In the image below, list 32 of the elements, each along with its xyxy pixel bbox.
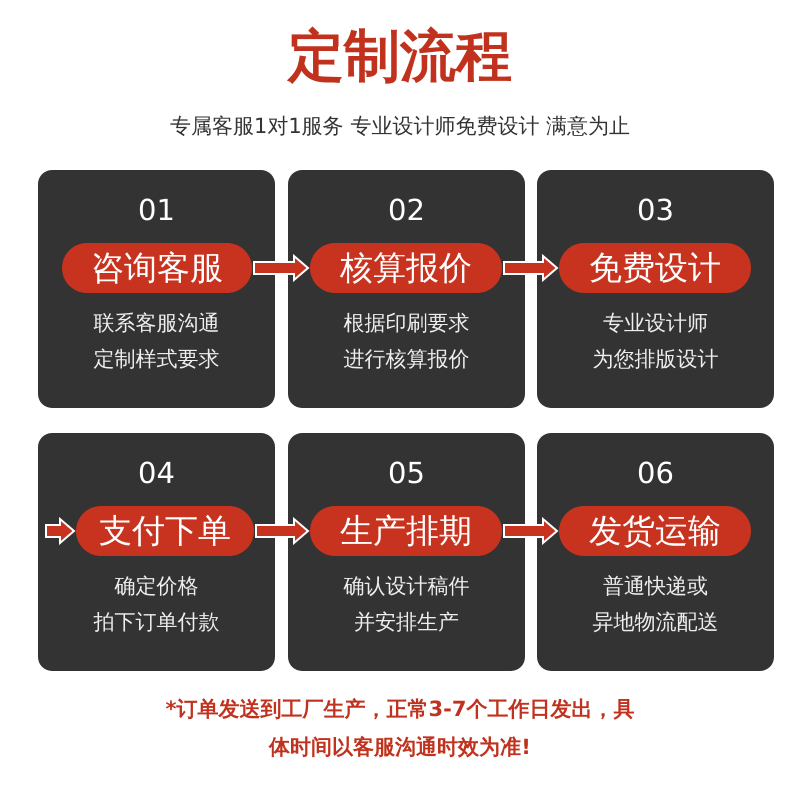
step-card [537,433,774,671]
step-description: 确认设计稿件并安排生产 [342,573,470,636]
subtitle: 专属客服1对1服务 专业设计师免费设计 满意为止 [168,113,632,140]
step-pill: 免费设计 [559,243,751,293]
step-description: 普通快递或异地物流配送 [592,573,720,636]
step-number: 01 [137,192,176,228]
step-number: 04 [137,455,176,491]
step-description: 确定价格拍下订单付款 [92,573,220,636]
arrow [503,516,559,546]
step-number: 06 [636,455,675,491]
step-pill: 咨询客服 [62,243,252,293]
step-card [288,170,525,408]
arrow [255,516,310,546]
step-pill: 生产排期 [310,506,502,556]
arrow [45,516,76,546]
step-description: 联系客服沟通定制样式要求 [92,310,220,373]
step-card [288,433,525,671]
step-card [38,433,275,671]
step-pill: 发货运输 [559,506,751,556]
step-card [537,170,774,408]
step-number: 02 [387,192,426,228]
footnote: *订单发送到工厂生产，正常3-7个工作日发出，具体时间以客服沟通时效为准! [164,696,636,761]
step-number: 05 [387,455,426,491]
step-pill: 支付下单 [76,506,254,556]
arrow [503,254,559,282]
step-description: 专业设计师为您排版设计 [592,310,720,373]
step-number: 03 [636,192,675,228]
step-card [38,170,275,408]
title: 定制流程 [286,23,513,91]
arrow [253,254,310,282]
step-description: 根据印刷要求进行核算报价 [342,310,470,373]
step-pill: 核算报价 [310,243,502,293]
